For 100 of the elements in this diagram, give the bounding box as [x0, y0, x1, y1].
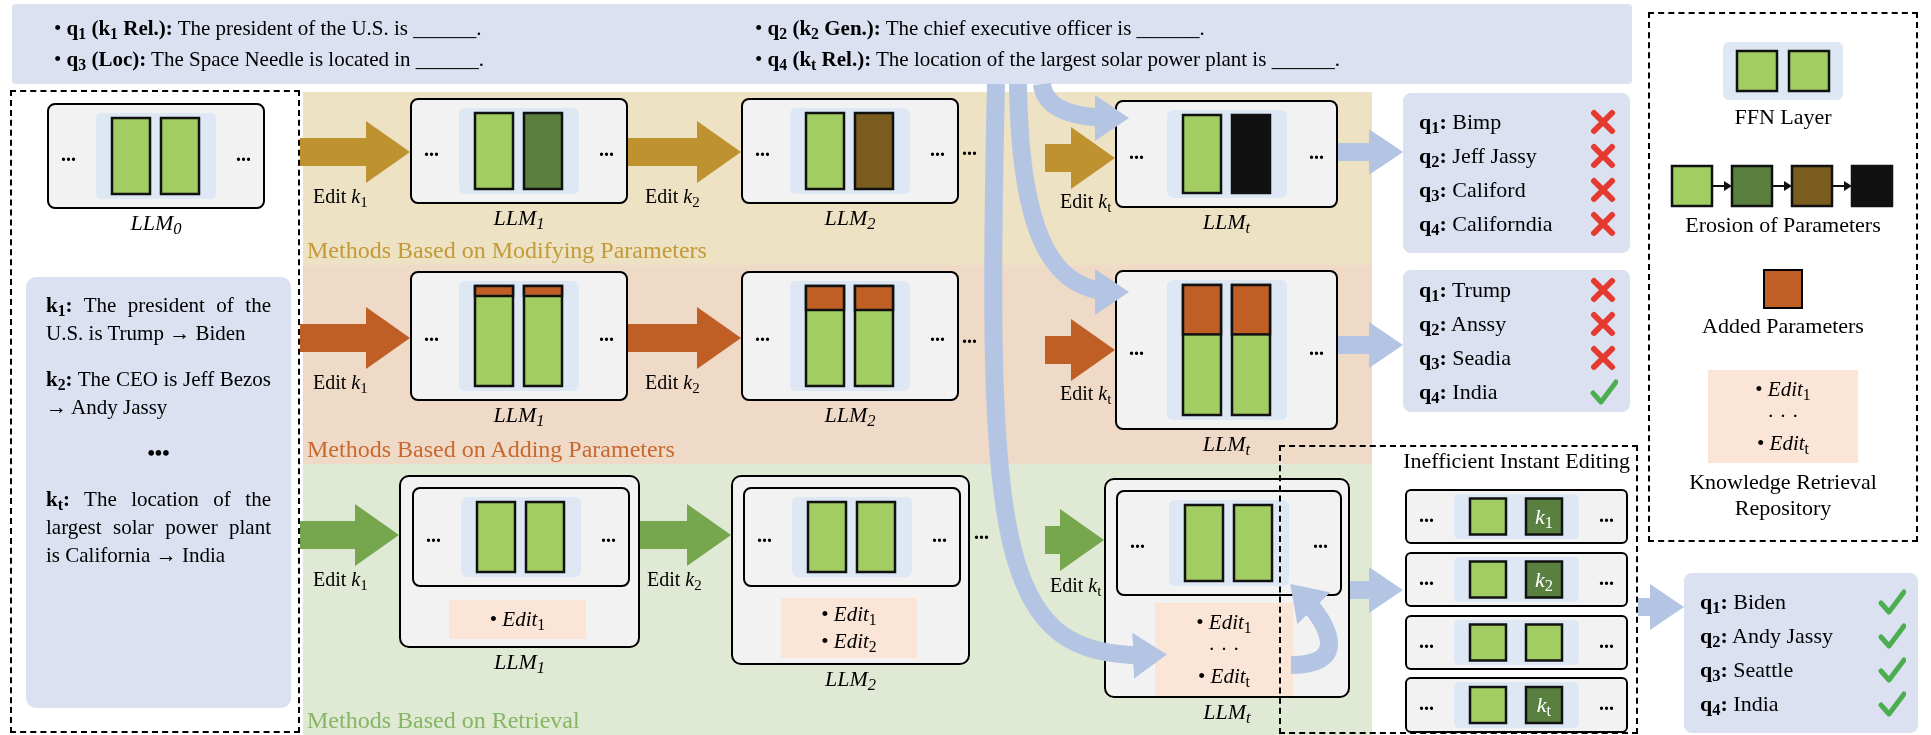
arrow [1338, 322, 1403, 368]
arrow [984, 83, 1167, 678]
ellipsis: ... [424, 139, 439, 159]
model-label: LLM$_{1}$ [493, 205, 545, 230]
edge-label: Edit k$_{t}$ [1060, 190, 1112, 212]
model-row [1405, 552, 1628, 607]
question-bar [12, 4, 1632, 84]
key-label: k$_{t}$ [1536, 694, 1552, 716]
edit-list [449, 600, 586, 639]
ellipsis: ... [962, 137, 977, 159]
ellipsis: ... [599, 324, 614, 344]
answer-text: q$_{4}$: Californdia [1419, 210, 1554, 241]
ellipsis: ... [932, 525, 947, 545]
ellipsis: ... [755, 139, 770, 159]
edit-list [1708, 370, 1858, 463]
answer-text: q$_{3}$: Califord [1419, 176, 1527, 207]
edit-item: • Edit$_{t}$ [1198, 663, 1250, 690]
model-label: LLM$_{2}$ [824, 666, 876, 691]
block-arrow [640, 504, 731, 566]
edge-label: Edit k$_{1}$ [313, 568, 368, 590]
model-box [1115, 270, 1338, 430]
model-label: LLM$_{2}$ [824, 402, 876, 427]
model-label: LLM$_{1}$ [493, 402, 545, 427]
ellipsis: ... [930, 324, 945, 344]
arrow [1338, 129, 1403, 175]
ellipsis: ... [1309, 338, 1324, 358]
model-box [741, 98, 959, 204]
ellipsis: ... [930, 139, 945, 159]
model-box [743, 487, 961, 587]
legend-text: FFN Layer [1733, 104, 1833, 130]
model-box [410, 271, 628, 401]
ellipsis: ... [755, 324, 770, 344]
answer-text: q$_{2}$: Anssy [1419, 310, 1508, 341]
block-arrow [300, 504, 399, 566]
model-label: LLM$_{t}$ [1202, 209, 1251, 234]
block-arrow [628, 121, 741, 183]
edge-label: Edit k$_{1}$ [313, 371, 368, 393]
question-text: • q$_{4}$ (k$_{t}$ Rel.): The location of the largest solar power plant is ______. [755, 47, 1340, 71]
block-arrow [1045, 509, 1104, 571]
answer-text: q$_{1}$: Biden [1700, 588, 1787, 619]
block-arrow [628, 307, 741, 369]
edit-item: • Edit$_{1}$ [489, 606, 546, 633]
edit-item: · · · [1208, 636, 1240, 663]
block-arrow [1045, 127, 1115, 189]
ellipsis: ... [1419, 567, 1434, 588]
ellipsis: ... [1313, 531, 1328, 551]
band-title: Methods Based on Modifying Parameters [307, 236, 707, 264]
ellipsis: ... [61, 144, 76, 164]
ellipsis: ... [1599, 693, 1614, 713]
block-arrow [1045, 319, 1115, 381]
answer-text: q$_{4}$: India [1419, 378, 1499, 409]
model-label: LLM$_{0}$ [130, 210, 182, 235]
method-band [303, 464, 1372, 735]
model-label: LLM$_{1}$ [493, 649, 545, 674]
model-box [410, 98, 628, 204]
model-box [1115, 100, 1338, 208]
model-label: LLM$_{t}$ [1202, 431, 1251, 456]
answer-text: q$_{4}$: India [1700, 690, 1780, 721]
edit-list [1155, 603, 1293, 696]
knowledge-text: ••• [146, 440, 171, 467]
model-box [1116, 490, 1342, 596]
ellipsis: ... [974, 521, 989, 543]
retrieval-model-box [1104, 478, 1350, 698]
model-box [412, 487, 630, 587]
knowledge-text: k$_{2}$: The CEO is Jeff Bezos → Andy Jassy [46, 366, 271, 421]
method-band [303, 92, 1372, 265]
legend-text: Knowledge Retrieval Repository [1688, 469, 1878, 521]
arrow [1290, 583, 1338, 674]
ellipsis: ... [757, 525, 772, 545]
ellipsis: ... [426, 525, 441, 545]
edit-list [781, 598, 917, 658]
key-label: k$_{1}$ [1535, 505, 1553, 528]
model-label: LLM$_{2}$ [824, 205, 876, 230]
edit-item: • Edit$_{1}$ [1755, 376, 1811, 403]
answer-text: q$_{1}$: Trump [1419, 276, 1513, 307]
edge-label: Edit k$_{2}$ [645, 185, 700, 207]
edit-item: • Edit$_{1}$ [1196, 609, 1252, 636]
ellipsis: ... [1599, 630, 1614, 651]
ellipsis: ... [1130, 531, 1145, 551]
ellipsis: ... [599, 139, 614, 159]
edit-item: • Edit$_{1}$ [821, 601, 877, 628]
edit-item: • Edit$_{2}$ [821, 628, 877, 655]
question-text: • q$_{1}$ (k$_{1}$ Rel.): The president of the U.S. is ______. [54, 16, 482, 40]
ellipsis: ... [236, 144, 251, 164]
ellipsis: ... [1419, 693, 1434, 713]
edit-item: • Edit$_{t}$ [1757, 430, 1809, 457]
edge-label: Edit k$_{2}$ [645, 371, 700, 393]
edge-label: Edit k$_{t}$ [1050, 574, 1102, 596]
ellipsis: ... [424, 324, 439, 344]
knowledge-card [26, 277, 291, 708]
ellipsis: ... [1419, 504, 1434, 525]
ellipsis: ... [962, 325, 977, 347]
arrow [1638, 584, 1684, 630]
arrow [1350, 567, 1403, 613]
block-arrow [300, 121, 410, 183]
edge-label: Edit k$_{2}$ [647, 568, 702, 590]
ellipsis: ... [1129, 142, 1144, 162]
method-band [303, 265, 1372, 464]
ellipsis: ... [601, 525, 616, 545]
model-row [1405, 615, 1628, 670]
